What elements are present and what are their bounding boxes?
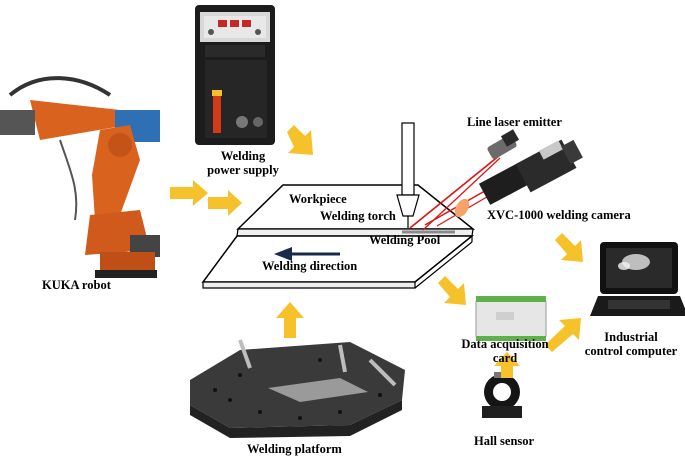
arrow-platform-to-workpiece — [276, 302, 304, 338]
label-welding-torch: Welding torch — [320, 209, 396, 223]
hall-sensor-image — [482, 372, 522, 418]
power-supply-image — [195, 5, 275, 145]
arrow-workpiece-to-daq — [438, 276, 466, 305]
label-welding-direction: Welding direction — [262, 259, 358, 273]
laser-beams — [409, 154, 501, 231]
label-industrial-computer: Industrial control computer — [580, 330, 682, 358]
arrow-robot-to-workpiece-2 — [208, 190, 242, 216]
welding-direction-arrow — [274, 247, 340, 261]
label-welding-pool: Welding Pool — [369, 233, 441, 247]
welding-platform-image — [190, 339, 405, 438]
label-daq-card-line1: Data acquisition — [461, 337, 549, 351]
arrow-camera-to-computer — [555, 233, 583, 262]
label-power-supply: Welding power supply — [200, 149, 286, 177]
label-power-supply-line1: Welding — [220, 149, 266, 163]
label-welding-camera: XVC-1000 welding camera — [487, 208, 631, 222]
label-line-laser-emitter: Line laser emitter — [467, 115, 562, 129]
line-laser-emitter-image — [487, 129, 520, 159]
daq-card-image — [475, 296, 547, 341]
kuka-robot-image — [0, 76, 160, 278]
industrial-computer-image — [590, 242, 685, 316]
label-daq-card-line2: card — [492, 351, 518, 365]
label-industrial-computer-line2: control computer — [584, 344, 678, 358]
label-welding-platform: Welding platform — [247, 442, 342, 456]
label-daq-card: Data acquisition card — [452, 337, 558, 365]
arrow-robot-to-workpiece-1 — [170, 180, 208, 206]
label-workpiece: Workpiece — [289, 192, 347, 206]
label-power-supply-line2: power supply — [207, 163, 279, 177]
welding-torch — [396, 122, 420, 228]
label-kuka-robot: KUKA robot — [42, 278, 111, 292]
label-hall-sensor: Hall sensor — [474, 434, 535, 448]
welding-camera-image — [478, 139, 583, 205]
arrow-daq-to-computer — [545, 318, 581, 352]
label-industrial-computer-line1: Industrial — [604, 330, 658, 344]
arrow-power-supply-to-workpiece — [287, 125, 313, 155]
arrow-hall-to-daq — [494, 352, 520, 378]
